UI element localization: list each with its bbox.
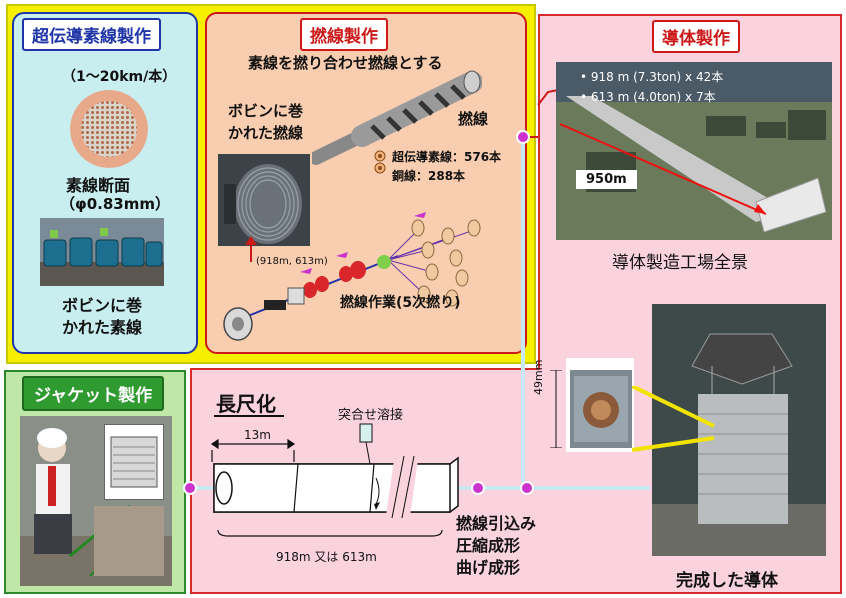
cable-panel-title: 撚線製作 [300, 18, 388, 51]
strand-length-note: （1～20km/本） [62, 69, 177, 85]
jacket-tube-drawing [210, 423, 459, 537]
cable-bobbin-label-line2: かれた撚線 [228, 124, 304, 142]
weld-label: 突合せ溶接 [338, 408, 404, 423]
step-cable-insertion: 撚線引込み [456, 514, 537, 533]
strand-icons [372, 150, 396, 174]
spec-line-1: • 918 m (7.3ton) x 42本 [580, 70, 724, 84]
zoom-lines [632, 386, 715, 452]
strand-cross-section-image [70, 90, 148, 168]
step-compaction: 圧縮成形 [456, 536, 521, 555]
strand-panel [12, 12, 198, 354]
cu-strand-count: 銅線：288本 [392, 169, 466, 183]
cable-lengths-note: (918m, 613m) [256, 256, 328, 267]
strand-panel-title: 超伝導素線製作 [22, 18, 161, 51]
strand-bobbin-label-line1: ボビンに巻 [62, 296, 143, 315]
jacket-worker-photo [20, 416, 172, 586]
spec-line-2: • 613 m (4.0ton) x 7本 [580, 90, 716, 104]
finished-conductor-photo [652, 304, 826, 556]
flow-node [516, 130, 530, 144]
flow-node [520, 481, 534, 495]
title-underline [214, 415, 284, 417]
twisted-cable-drawing [312, 66, 482, 166]
total-length-label: 918m 又は 613m [276, 550, 377, 564]
cabling-process-label: 撚線作業(5次撚り) [340, 295, 461, 311]
flow-node [471, 481, 485, 495]
strand-cross-section-label: 素線断面 [66, 176, 131, 195]
up-arrow [245, 236, 257, 262]
flow-node [183, 481, 197, 495]
strand-diameter-label: （φ0.83mm） [60, 195, 171, 213]
distance-label: 950m [576, 170, 637, 189]
jacket-panel-title: ジャケット製作 [22, 376, 165, 411]
elongation-title: 長尺化 [216, 392, 276, 416]
strand-bobbin-label-line2: かれた素線 [62, 318, 143, 337]
segment-length-label: 13m [244, 428, 271, 442]
conductor-panel-title: 導体製作 [652, 20, 740, 53]
jacket-tube-image [104, 424, 164, 500]
cable-label: 撚線 [458, 110, 489, 128]
conductor-cross-section-image [570, 370, 632, 448]
cable-bobbin-label-line1: ボビンに巻 [228, 102, 304, 120]
strand-bobbin-image [40, 218, 164, 286]
dimension-label: 49mm [532, 359, 545, 395]
dimension-line [550, 370, 562, 448]
finished-caption: 完成した導体 [676, 571, 778, 591]
cable-subtitle: 素線を撚り合わせ撚線とする [248, 54, 443, 72]
sc-strand-count: 超伝導素線：576本 [392, 150, 502, 164]
cabling-machine-drawing [218, 210, 498, 352]
factory-caption: 導体製造工場全景 [612, 253, 748, 273]
cable-bobbin-image [218, 154, 310, 246]
step-bending: 曲げ成形 [456, 558, 521, 577]
